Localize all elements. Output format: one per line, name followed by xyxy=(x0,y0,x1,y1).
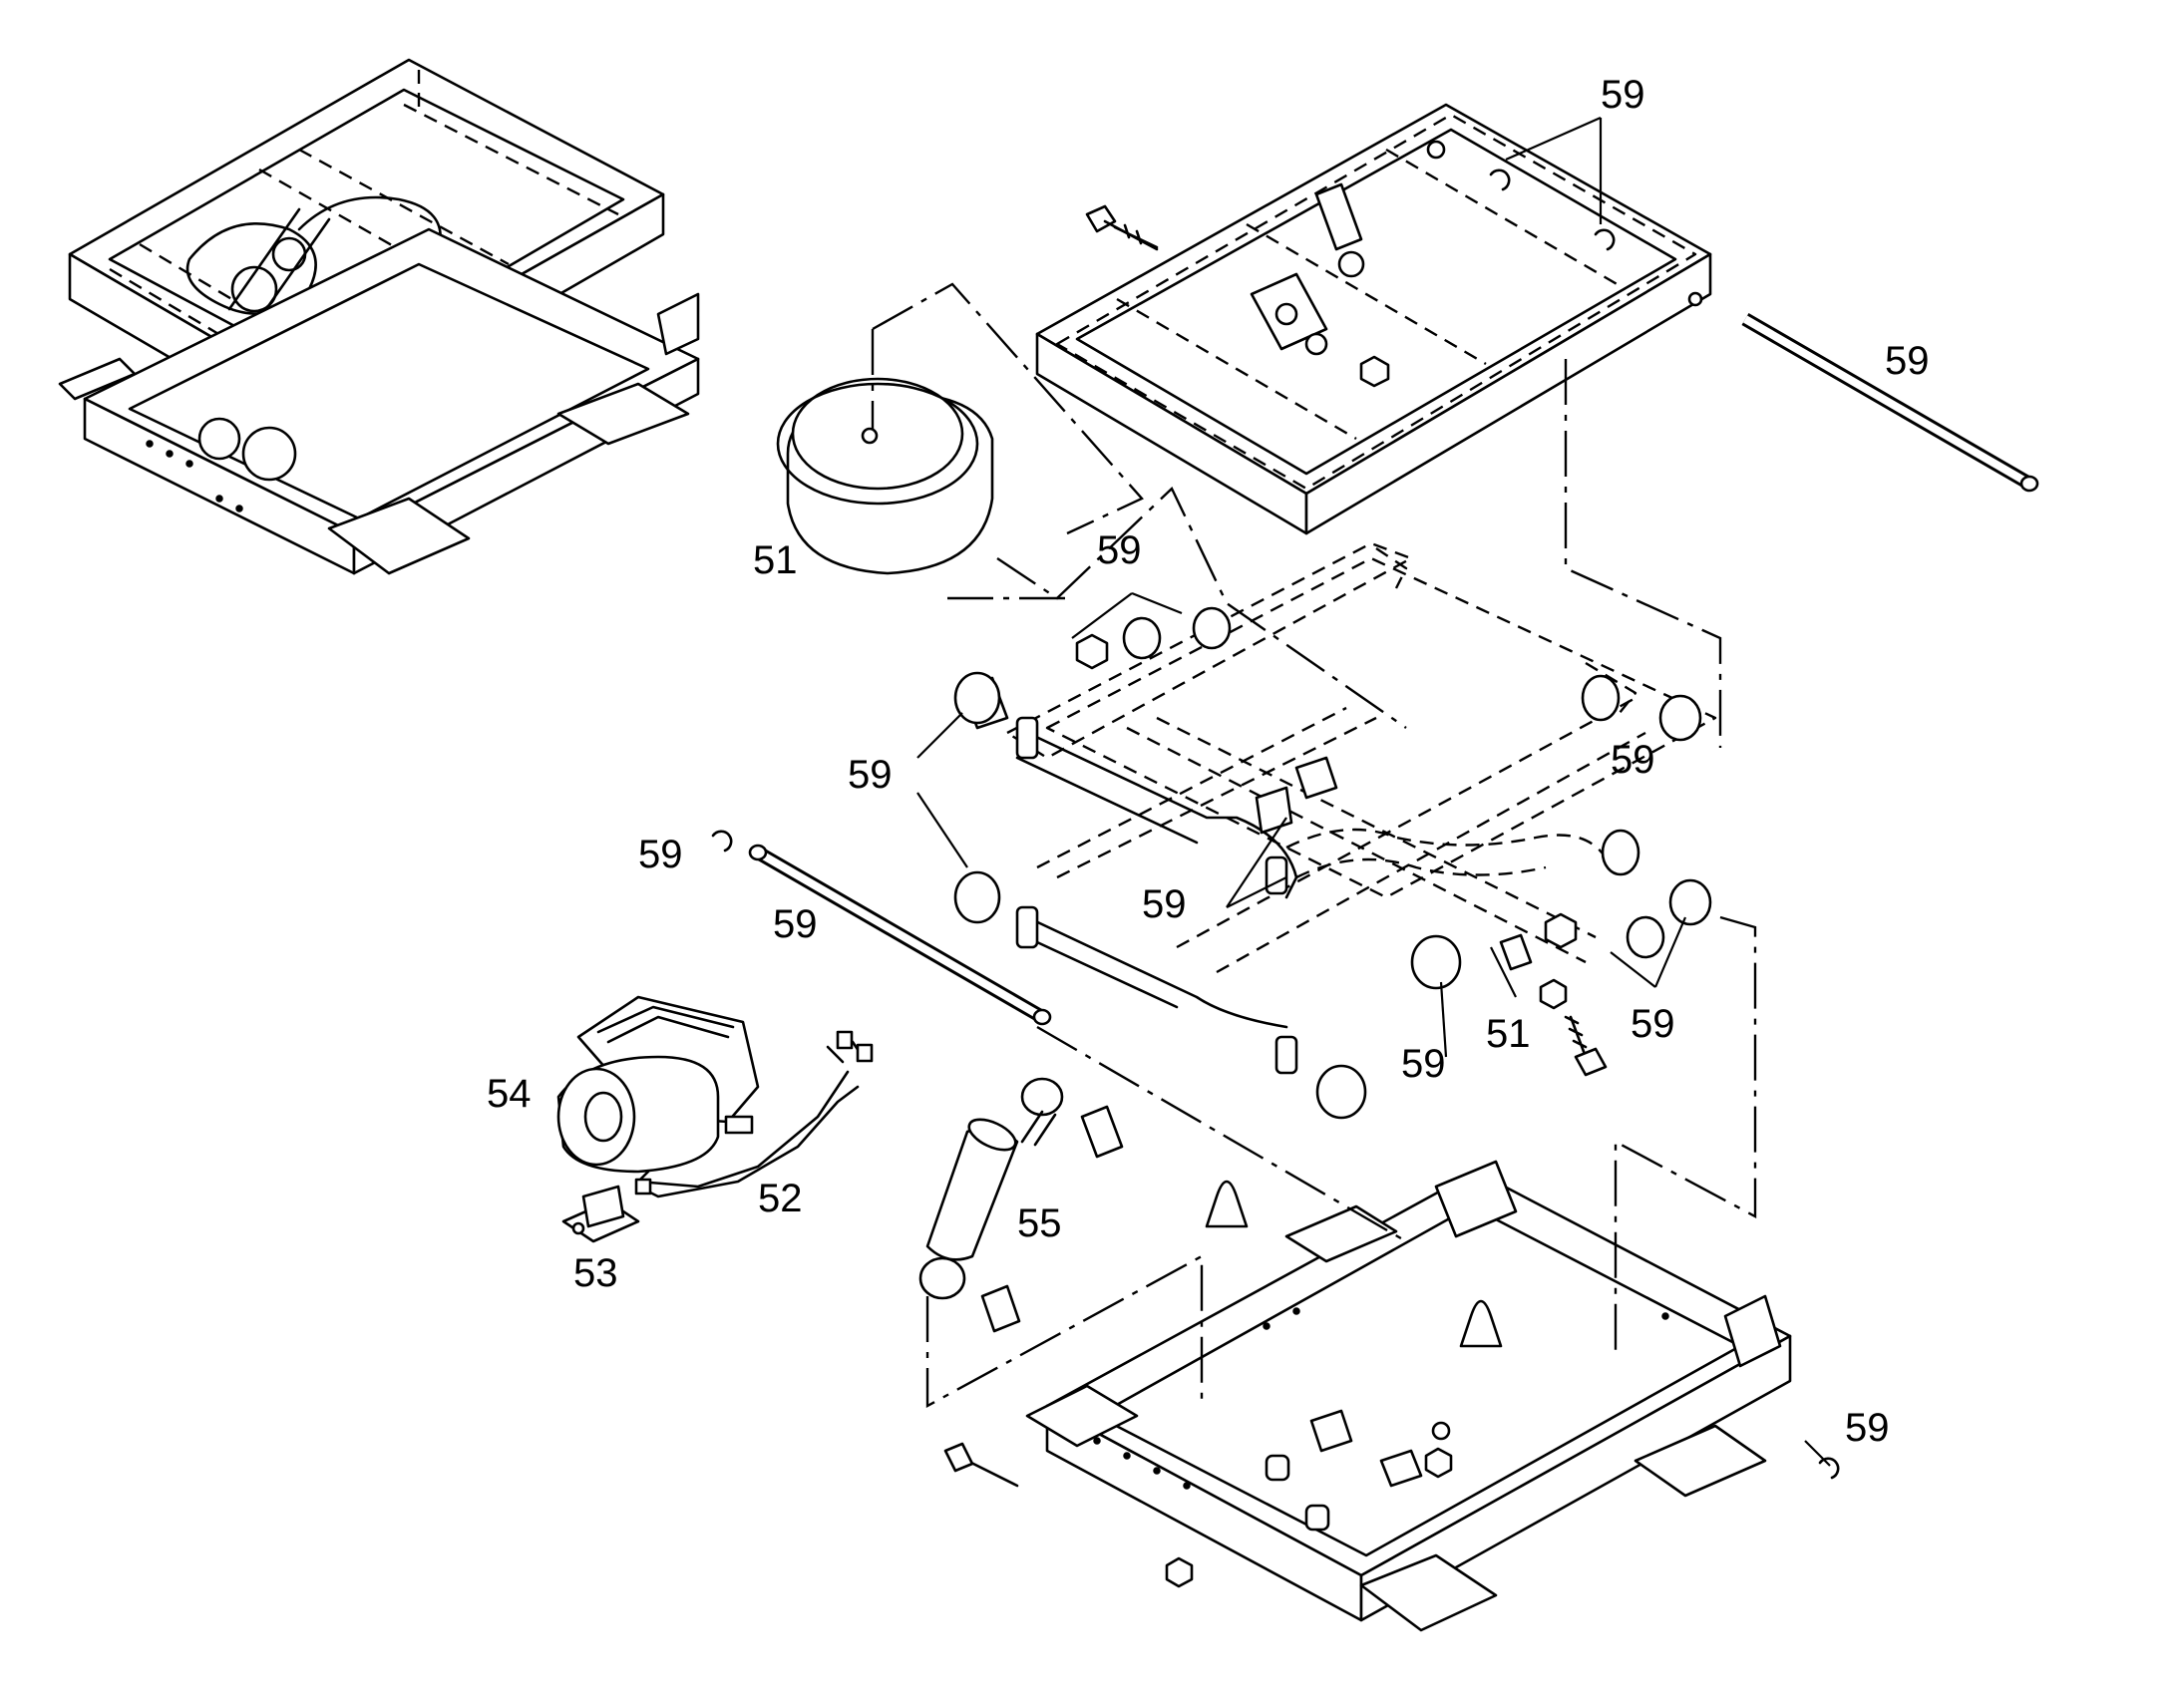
callout-label: 53 xyxy=(573,1251,618,1295)
callout-label: 59 xyxy=(1601,73,1645,117)
callout-label: 55 xyxy=(1017,1201,1062,1245)
callout-label: 59 xyxy=(773,902,818,946)
callout-label: 59 xyxy=(1097,528,1142,572)
callout-pointers xyxy=(916,116,1831,1467)
callout-label: 59 xyxy=(1631,1002,1675,1046)
callout-label: 51 xyxy=(753,538,798,582)
lower-shaft xyxy=(748,844,1052,1026)
motor-assembly xyxy=(556,995,874,1243)
callout-label: 54 xyxy=(487,1072,532,1116)
assembled-suspension-view xyxy=(58,58,700,575)
callout-label: 51 xyxy=(1486,1012,1531,1056)
base-frame xyxy=(943,1160,1840,1632)
callout-label: 59 xyxy=(1142,882,1187,926)
scissor-mechanism xyxy=(1005,541,1717,1075)
bushings xyxy=(711,606,1712,1120)
callout-label: 59 xyxy=(1611,738,1655,782)
callout-label: 59 xyxy=(1845,1406,1890,1450)
callout-labels: 59 59 51 59 59 59 59 59 59 59 51 59 59 5… xyxy=(487,73,1930,1450)
callout-label: 59 xyxy=(848,753,893,797)
callout-label: 52 xyxy=(758,1177,803,1220)
air-spring xyxy=(776,377,994,575)
shock-absorber xyxy=(918,1077,1124,1333)
assembly-guide-lines xyxy=(871,282,1757,1409)
callout-label: 59 xyxy=(1885,339,1930,383)
callout-label: 59 xyxy=(638,833,683,876)
callout-label: 59 xyxy=(1401,1042,1446,1086)
upper-frame xyxy=(1035,103,2039,535)
